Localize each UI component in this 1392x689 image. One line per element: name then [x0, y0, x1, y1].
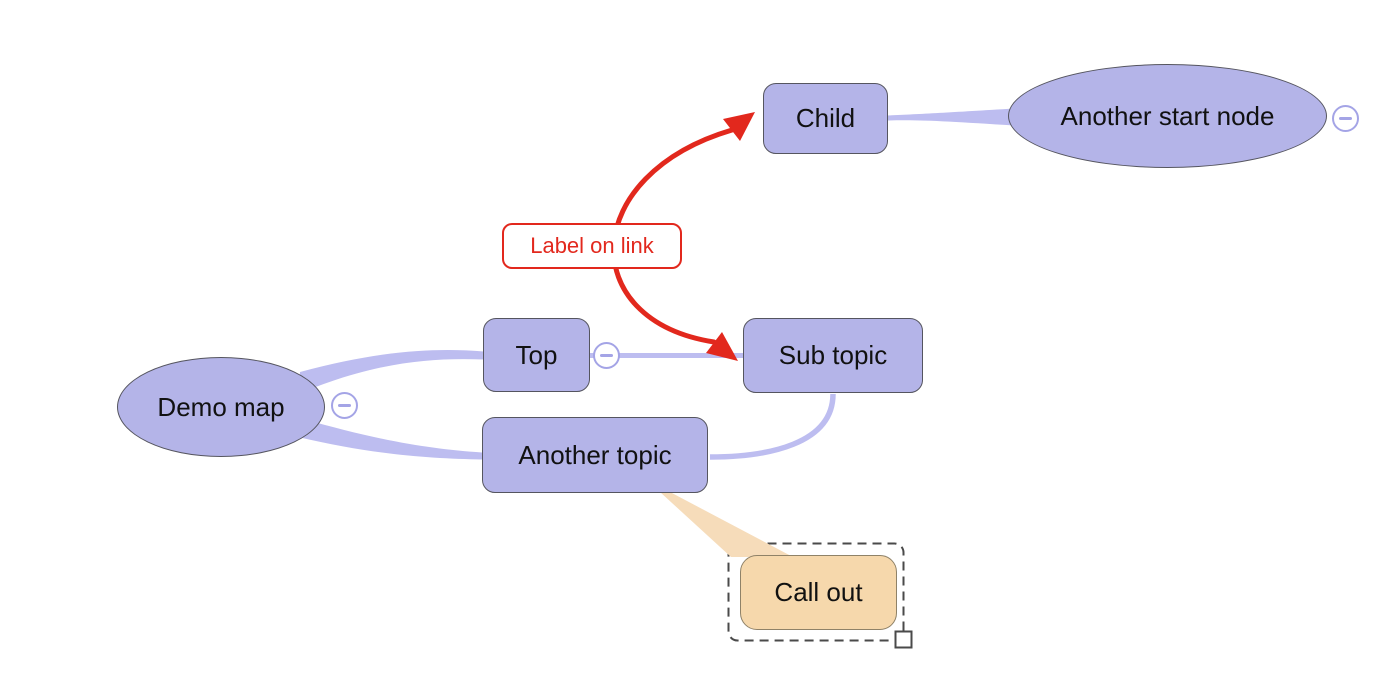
minus-icon — [600, 354, 613, 357]
link-label-text: Label on link — [530, 233, 654, 258]
node-child-label: Child — [795, 103, 856, 133]
node-child[interactable]: Child — [763, 83, 888, 154]
red-link-arrowhead-child — [723, 112, 755, 141]
node-call-out[interactable]: Call out — [740, 555, 897, 630]
collapse-button-top[interactable] — [593, 342, 620, 369]
branch-demo-to-another-topic — [298, 418, 482, 460]
minus-icon — [1339, 117, 1352, 120]
collapse-button-demo-map[interactable] — [331, 392, 358, 419]
red-link-arrowhead-sub-topic — [706, 332, 738, 361]
node-another-topic-label: Another topic — [518, 439, 672, 470]
node-demo-map-label: Demo map — [157, 391, 285, 422]
node-top[interactable]: Top — [483, 318, 590, 392]
node-sub-topic[interactable]: Sub topic — [743, 318, 923, 393]
selection-rect — [727, 542, 905, 642]
callout-wedge — [660, 492, 793, 557]
minus-icon — [338, 404, 351, 407]
node-sub-topic-label: Sub topic — [778, 340, 888, 370]
branch-another-topic-to-sub-topic — [709, 393, 836, 460]
link-label[interactable]: Label on link — [502, 223, 682, 269]
resize-handle[interactable] — [894, 630, 913, 649]
node-another-start[interactable]: Another start node — [1008, 64, 1327, 168]
branch-start-to-child — [888, 108, 1014, 126]
node-demo-map[interactable]: Demo map — [117, 357, 325, 457]
branch-demo-to-top — [298, 349, 484, 394]
node-another-start-label: Another start node — [1060, 100, 1275, 131]
node-another-topic[interactable]: Another topic — [482, 417, 708, 493]
node-call-out-label: Call out — [774, 577, 863, 607]
collapse-button-another-start[interactable] — [1332, 105, 1359, 132]
node-top-label: Top — [515, 339, 558, 370]
